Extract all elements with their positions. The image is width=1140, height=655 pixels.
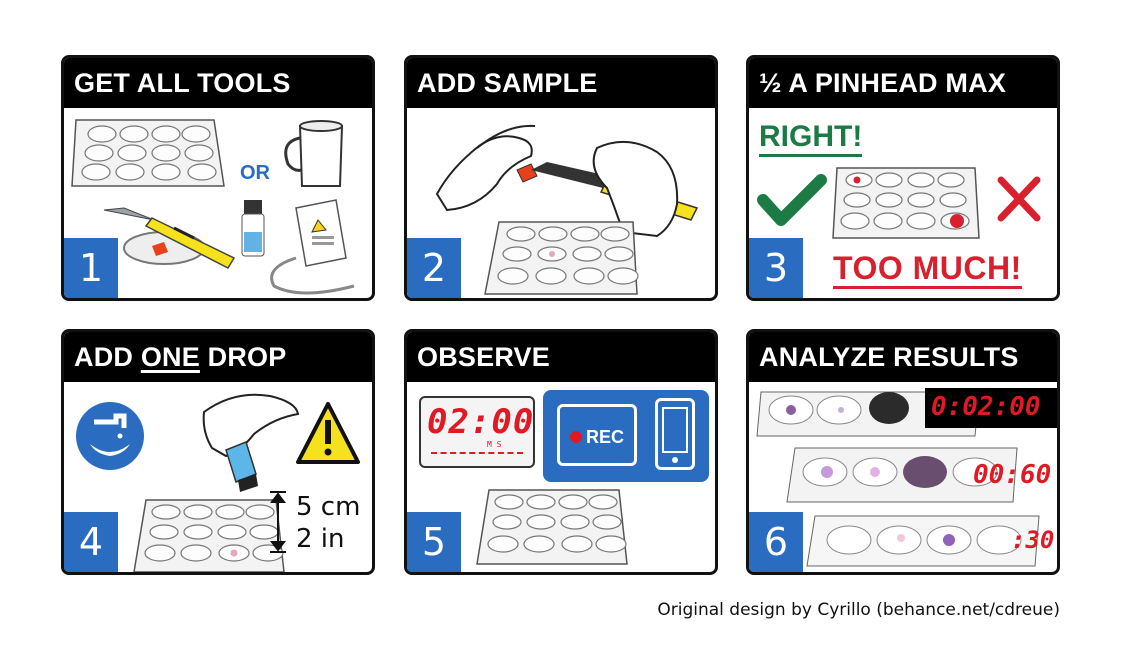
step-illustration: OR (64, 108, 372, 298)
hand-icon (435, 124, 536, 212)
height-cm-label: 5 cm (296, 492, 361, 522)
step-card-3: ½ A PINHEAD MAX RIGHT! TOO MUCH! 3 (746, 55, 1060, 301)
clock-icon: 02:00 M S (419, 396, 535, 468)
step-number-badge: 4 (64, 512, 118, 572)
too-much-label: TOO MUCH! (833, 250, 1022, 289)
step-illustration: 5 cm 2 in (64, 382, 372, 572)
timer-display: 0:02:00 (931, 392, 1041, 422)
step-title-post: DROP (199, 342, 287, 372)
rec-label: REC (586, 427, 625, 447)
step-card-2: ADD SAMPLE (404, 55, 718, 301)
handwash-icon (76, 402, 144, 470)
step-card-1: GET ALL TOOLS (61, 55, 375, 301)
dropper-bottle-icon (225, 441, 258, 492)
result-strip-2 (786, 447, 1018, 503)
step-title-pre: ADD (74, 342, 141, 372)
well-plate-icon (71, 119, 225, 187)
record-icon: REC (557, 404, 637, 466)
design-credit: Original design by Cyrillo (behance.net/… (657, 600, 1060, 620)
height-in-label: 2 in (296, 524, 345, 554)
clock-icon: 0:02:00 (925, 388, 1057, 428)
well-plate-icon (133, 499, 285, 572)
step-card-5: OBSERVE 02:00 M S REC (404, 329, 718, 575)
camera-panel: REC (543, 390, 709, 482)
step-number-badge: 2 (407, 238, 461, 298)
phone-icon (655, 398, 695, 470)
timer-underline (431, 452, 523, 454)
timer-display: 00:60 (973, 460, 1052, 490)
height-marker-icon (270, 491, 286, 553)
result-strip-1 (756, 391, 980, 437)
step-illustration: RIGHT! TOO MUCH! (749, 108, 1057, 298)
step-title: ADD ONE DROP (64, 332, 372, 382)
step-number-badge: 3 (749, 238, 803, 298)
scalpel-icon (103, 207, 236, 269)
step-illustration: 0:02:00 00:60 :30 (749, 382, 1057, 572)
cross-icon (997, 176, 1041, 222)
step-card-6: ANALYZE RESULTS (746, 329, 1060, 575)
warning-icon (296, 402, 360, 464)
record-dot (570, 431, 582, 443)
step-number-badge: 5 (407, 512, 461, 572)
step-illustration (407, 108, 715, 298)
hand-icon (202, 393, 300, 458)
step-card-4: ADD ONE DROP (61, 329, 375, 575)
sample-crystal-icon (516, 163, 538, 183)
step-title-emphasis: ONE (140, 342, 200, 372)
hand-icon (592, 140, 679, 238)
step-number-badge: 6 (749, 512, 803, 572)
step-title: GET ALL TOOLS (64, 58, 372, 108)
timer-display: 02:00 (427, 402, 535, 442)
small-sample-dot (853, 176, 861, 184)
test-kit-icon (270, 199, 355, 295)
vial-icon (241, 200, 265, 257)
timer-units: M S (487, 440, 502, 449)
step-number-badge: 1 (64, 238, 118, 298)
step-title: ½ A PINHEAD MAX (749, 58, 1057, 108)
result-strip-3 (806, 515, 1040, 567)
or-label: OR (240, 162, 270, 184)
timer-display: :30 (1011, 526, 1055, 554)
check-icon (757, 174, 827, 226)
large-sample-dot (950, 214, 964, 228)
step-title: ADD SAMPLE (407, 58, 715, 108)
mug-icon (284, 120, 344, 187)
well-plate-icon (476, 489, 628, 565)
right-label: RIGHT! (759, 120, 863, 157)
well-plate-icon (484, 221, 639, 295)
well-plate-icon (832, 167, 980, 239)
step-title: OBSERVE (407, 332, 715, 382)
step-title: ANALYZE RESULTS (749, 332, 1057, 382)
